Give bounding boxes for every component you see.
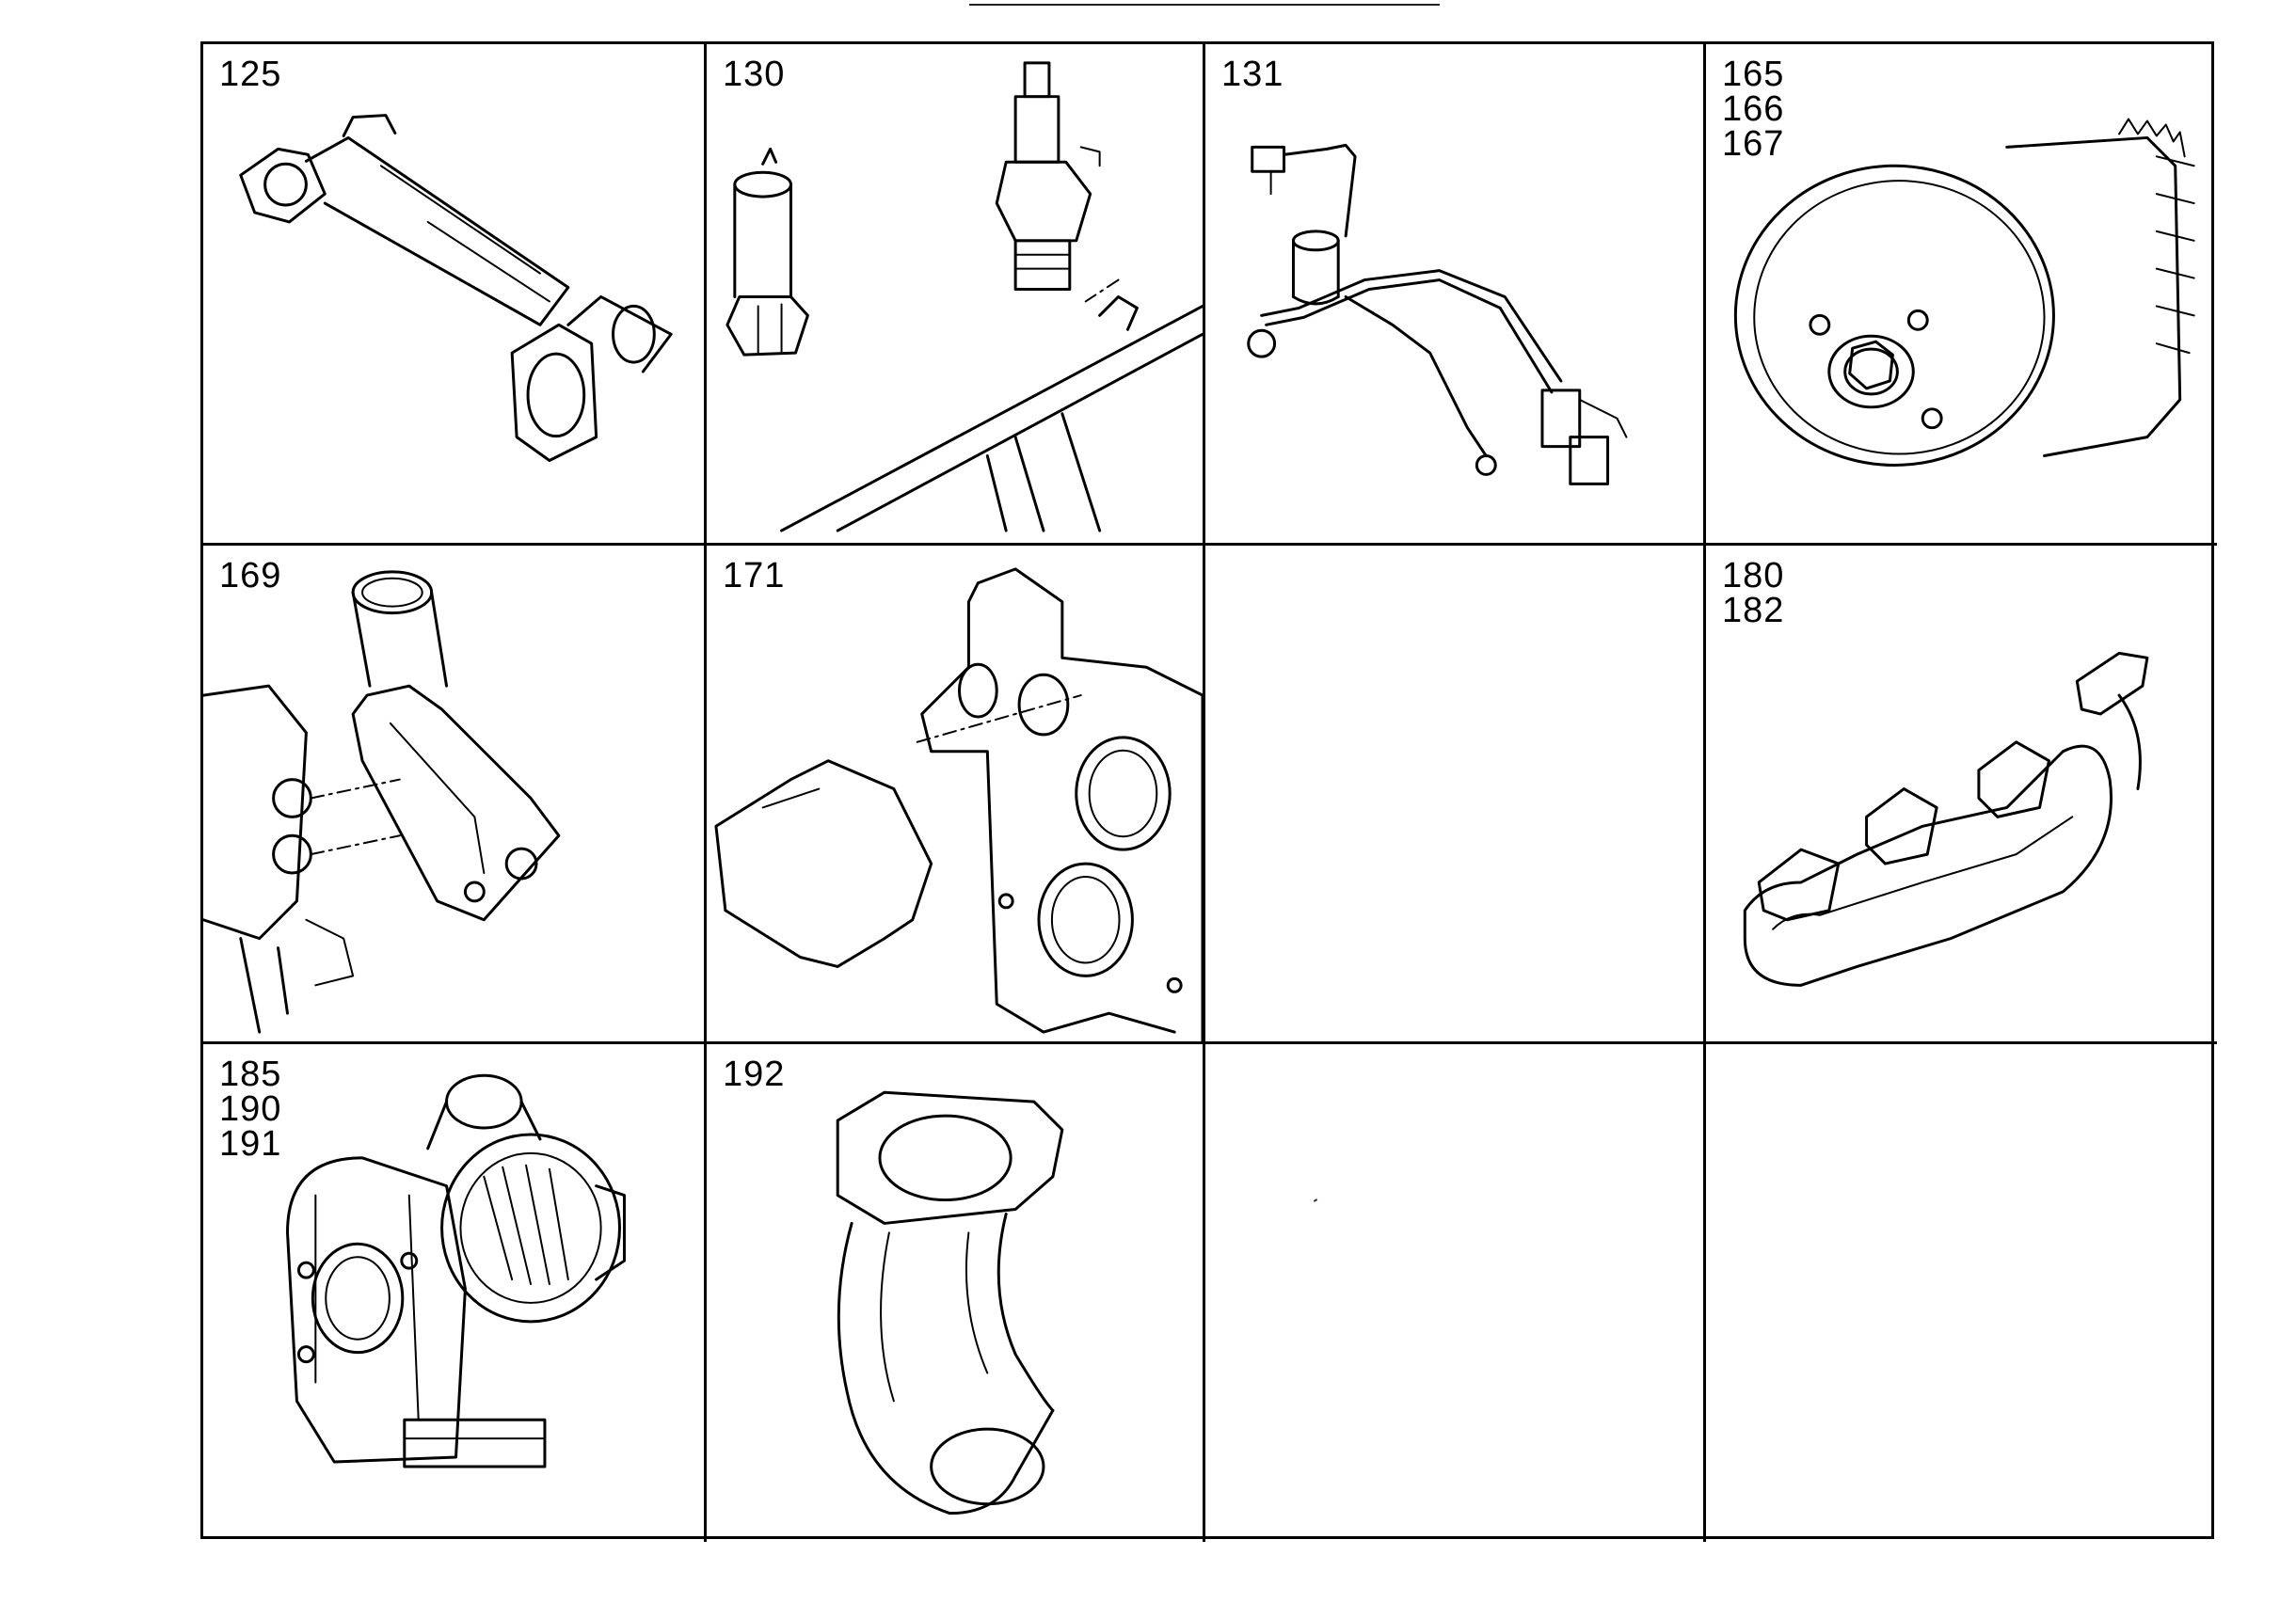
parts-cell-192[interactable]: 192 bbox=[707, 1044, 1205, 1542]
part-number: 131 bbox=[1221, 55, 1284, 94]
exhaust-elbow-icon bbox=[836, 1090, 1064, 1516]
part-number-list: 169 bbox=[219, 556, 282, 595]
exhaust-pipe-icon bbox=[239, 114, 673, 462]
part-number: 191 bbox=[219, 1124, 282, 1164]
parts-cell-180[interactable]: 180 182 bbox=[1706, 546, 2217, 1044]
part-number-list: 125 bbox=[219, 55, 282, 94]
part-number: 166 bbox=[1722, 89, 1785, 129]
part-number: 125 bbox=[219, 55, 282, 94]
part-number: 192 bbox=[723, 1055, 786, 1094]
parts-cell-130[interactable]: 130 bbox=[707, 44, 1205, 546]
top-rule bbox=[969, 4, 1440, 6]
part-number: 185 bbox=[219, 1055, 282, 1094]
exhaust-manifold-icon bbox=[1743, 651, 2149, 987]
part-number: 167 bbox=[1722, 124, 1785, 164]
part-number: 182 bbox=[1722, 591, 1785, 630]
injector-icon bbox=[725, 61, 1203, 532]
parts-cell-empty bbox=[1205, 1044, 1706, 1542]
parts-cell-empty bbox=[1706, 1044, 2217, 1542]
fuel-line-icon bbox=[1247, 143, 1628, 485]
parts-cell-169[interactable]: 169 bbox=[203, 546, 707, 1044]
part-number-list: 185 190 191 bbox=[219, 1055, 282, 1164]
part-number-list: 192 bbox=[723, 1055, 786, 1094]
part-number: 171 bbox=[723, 556, 786, 595]
part-number: 165 bbox=[1722, 55, 1785, 94]
part-number: 169 bbox=[219, 556, 282, 595]
parts-cell-125[interactable]: 125 bbox=[203, 44, 707, 546]
part-number-list: 180 182 bbox=[1722, 556, 1785, 630]
scan-speck bbox=[1313, 1198, 1318, 1202]
timing-cover-icon bbox=[714, 567, 1203, 1041]
thermostat-housing-icon bbox=[203, 570, 561, 1034]
part-number-list: 165 166 167 bbox=[1722, 55, 1785, 164]
parts-cell-131[interactable]: 131 bbox=[1205, 44, 1706, 546]
part-number-list: 131 bbox=[1221, 55, 1284, 94]
parts-cell-165[interactable]: 165 166 167 bbox=[1706, 44, 2217, 546]
parts-grid: 125 130 bbox=[200, 41, 2217, 1542]
part-number-list: 171 bbox=[723, 556, 786, 595]
part-number: 180 bbox=[1722, 556, 1785, 595]
parts-cell-185[interactable]: 185 190 191 bbox=[203, 1044, 707, 1542]
part-number: 190 bbox=[219, 1089, 282, 1129]
vibration-damper-icon bbox=[1733, 118, 2195, 467]
parts-cell-171[interactable]: 171 bbox=[707, 546, 1205, 1044]
part-number: 130 bbox=[723, 55, 786, 94]
part-number-list: 130 bbox=[723, 55, 786, 94]
turbocharger-icon bbox=[286, 1073, 626, 1468]
parts-cell-empty bbox=[1205, 546, 1706, 1044]
